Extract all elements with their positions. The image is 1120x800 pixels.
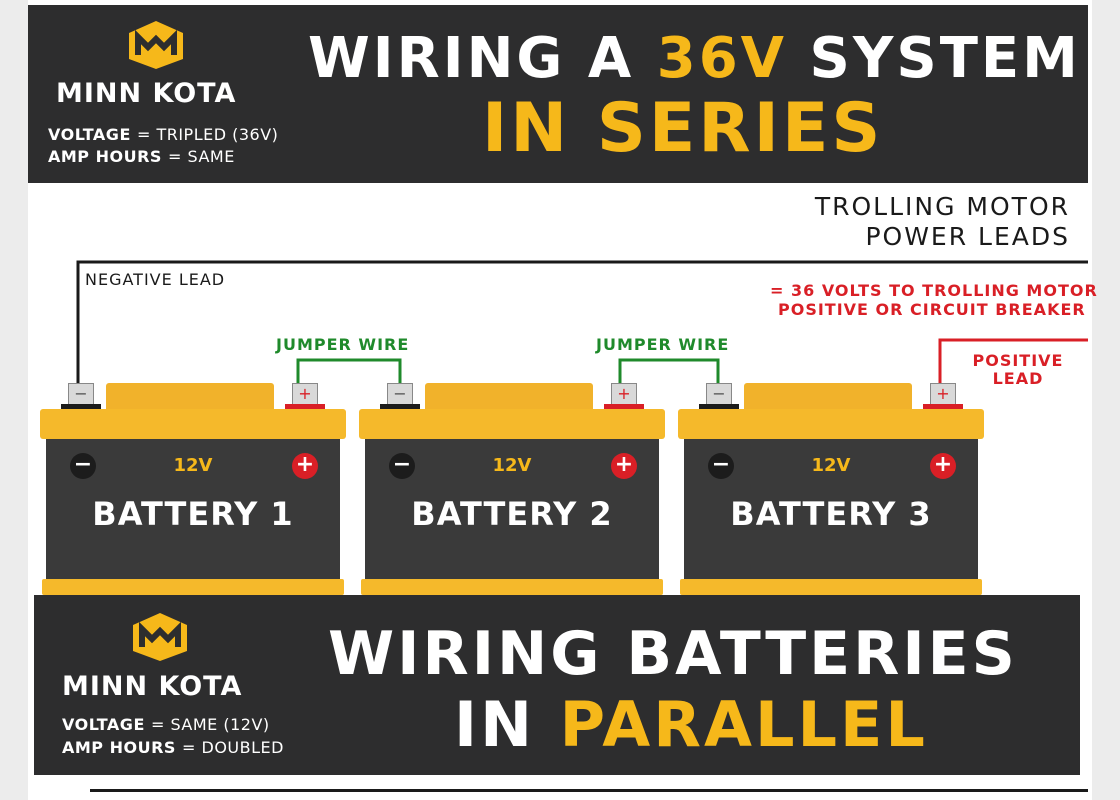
battery-voltage: 12V	[173, 455, 213, 476]
title-part: WIRING A	[308, 26, 635, 91]
title-part: IN	[454, 688, 535, 761]
title-part: SYSTEM	[809, 26, 1081, 91]
title-voltage: 36V	[656, 26, 788, 91]
positive-icon: +	[930, 453, 956, 479]
brand-name: MINN KOTA	[56, 78, 237, 109]
jumper-wire-label-1: JUMPER WIRE	[276, 335, 410, 354]
parallel-title-line2: IN PARALLEL	[454, 689, 928, 761]
positive-lead-wire	[938, 338, 1088, 385]
parallel-title-line1: WIRING BATTERIES	[328, 619, 1018, 689]
series-title-line1: WIRING A 36V SYSTEM	[308, 27, 1081, 91]
amp-hours-value: = SAME	[168, 147, 235, 166]
amp-hours-label: AMP HOURS	[62, 738, 176, 757]
jumper-wire-2	[618, 358, 720, 385]
battery-3: − + − + 12V BATTERY 3	[678, 383, 984, 597]
power-leads-title: TROLLING MOTOR POWER LEADS	[760, 192, 1070, 252]
series-title-line2: IN SERIES	[482, 89, 884, 168]
positive-terminal: +	[923, 383, 963, 409]
negative-icon: −	[708, 453, 734, 479]
parallel-header-banner: MINN KOTA VOLTAGE = SAME (12V) AMP HOURS…	[34, 595, 1080, 775]
minn-kota-logo-icon	[126, 19, 186, 71]
battery-cap	[106, 383, 274, 411]
battery-lid	[359, 409, 665, 439]
voltage-value: = SAME (12V)	[150, 715, 270, 734]
voltage-note-line1: = 36 VOLTS TO TROLLING MOTOR	[770, 281, 1098, 300]
negative-icon: −	[70, 453, 96, 479]
amp-hours-spec: AMP HOURS = SAME	[48, 147, 235, 166]
title-parallel: PARALLEL	[559, 688, 928, 761]
battery-name: BATTERY 2	[411, 495, 613, 533]
jumper-wire-1	[296, 358, 402, 385]
battery-cap	[425, 383, 593, 411]
battery-base	[361, 579, 663, 595]
battery-voltage: 12V	[492, 455, 532, 476]
power-leads-line2: POWER LEADS	[865, 222, 1070, 251]
positive-terminal: +	[285, 383, 325, 409]
minn-kota-logo-icon	[130, 611, 190, 663]
amp-hours-label: AMP HOURS	[48, 147, 162, 166]
battery-name: BATTERY 3	[730, 495, 932, 533]
battery-base	[42, 579, 344, 595]
negative-icon: −	[389, 453, 415, 479]
battery-lid	[40, 409, 346, 439]
battery-base	[680, 579, 982, 595]
battery-name: BATTERY 1	[92, 495, 294, 533]
voltage-note-line2: POSITIVE OR CIRCUIT BREAKER	[778, 300, 1086, 319]
positive-terminal: +	[604, 383, 644, 409]
power-leads-line1: TROLLING MOTOR	[814, 192, 1070, 221]
negative-terminal: −	[699, 383, 739, 409]
voltage-label: VOLTAGE	[48, 125, 131, 144]
brand-name: MINN KOTA	[62, 671, 243, 702]
positive-lead-label: POSITIVE LEAD	[972, 352, 1064, 388]
battery-voltage: 12V	[811, 455, 851, 476]
battery-1: − + − + 12V BATTERY 1	[40, 383, 346, 597]
jumper-wire-label-2: JUMPER WIRE	[596, 335, 730, 354]
voltage-spec: VOLTAGE = SAME (12V)	[62, 715, 270, 734]
battery-2: − + − + 12V BATTERY 2	[359, 383, 665, 597]
negative-terminal: −	[380, 383, 420, 409]
positive-icon: +	[292, 453, 318, 479]
negative-lead-wire	[76, 260, 1088, 385]
amp-hours-value: = DOUBLED	[182, 738, 284, 757]
negative-terminal: −	[61, 383, 101, 409]
positive-lead-line1: POSITIVE	[972, 351, 1064, 370]
voltage-label: VOLTAGE	[62, 715, 145, 734]
next-diagram-wire	[90, 789, 1088, 792]
voltage-value: = TRIPLED (36V)	[136, 125, 279, 144]
battery-lid	[678, 409, 984, 439]
positive-lead-line2: LEAD	[992, 369, 1044, 388]
positive-icon: +	[611, 453, 637, 479]
series-header-banner: MINN KOTA VOLTAGE = TRIPLED (36V) AMP HO…	[28, 5, 1088, 183]
amp-hours-spec: AMP HOURS = DOUBLED	[62, 738, 284, 757]
battery-cap	[744, 383, 912, 411]
voltage-spec: VOLTAGE = TRIPLED (36V)	[48, 125, 278, 144]
negative-lead-label: NEGATIVE LEAD	[85, 270, 226, 289]
